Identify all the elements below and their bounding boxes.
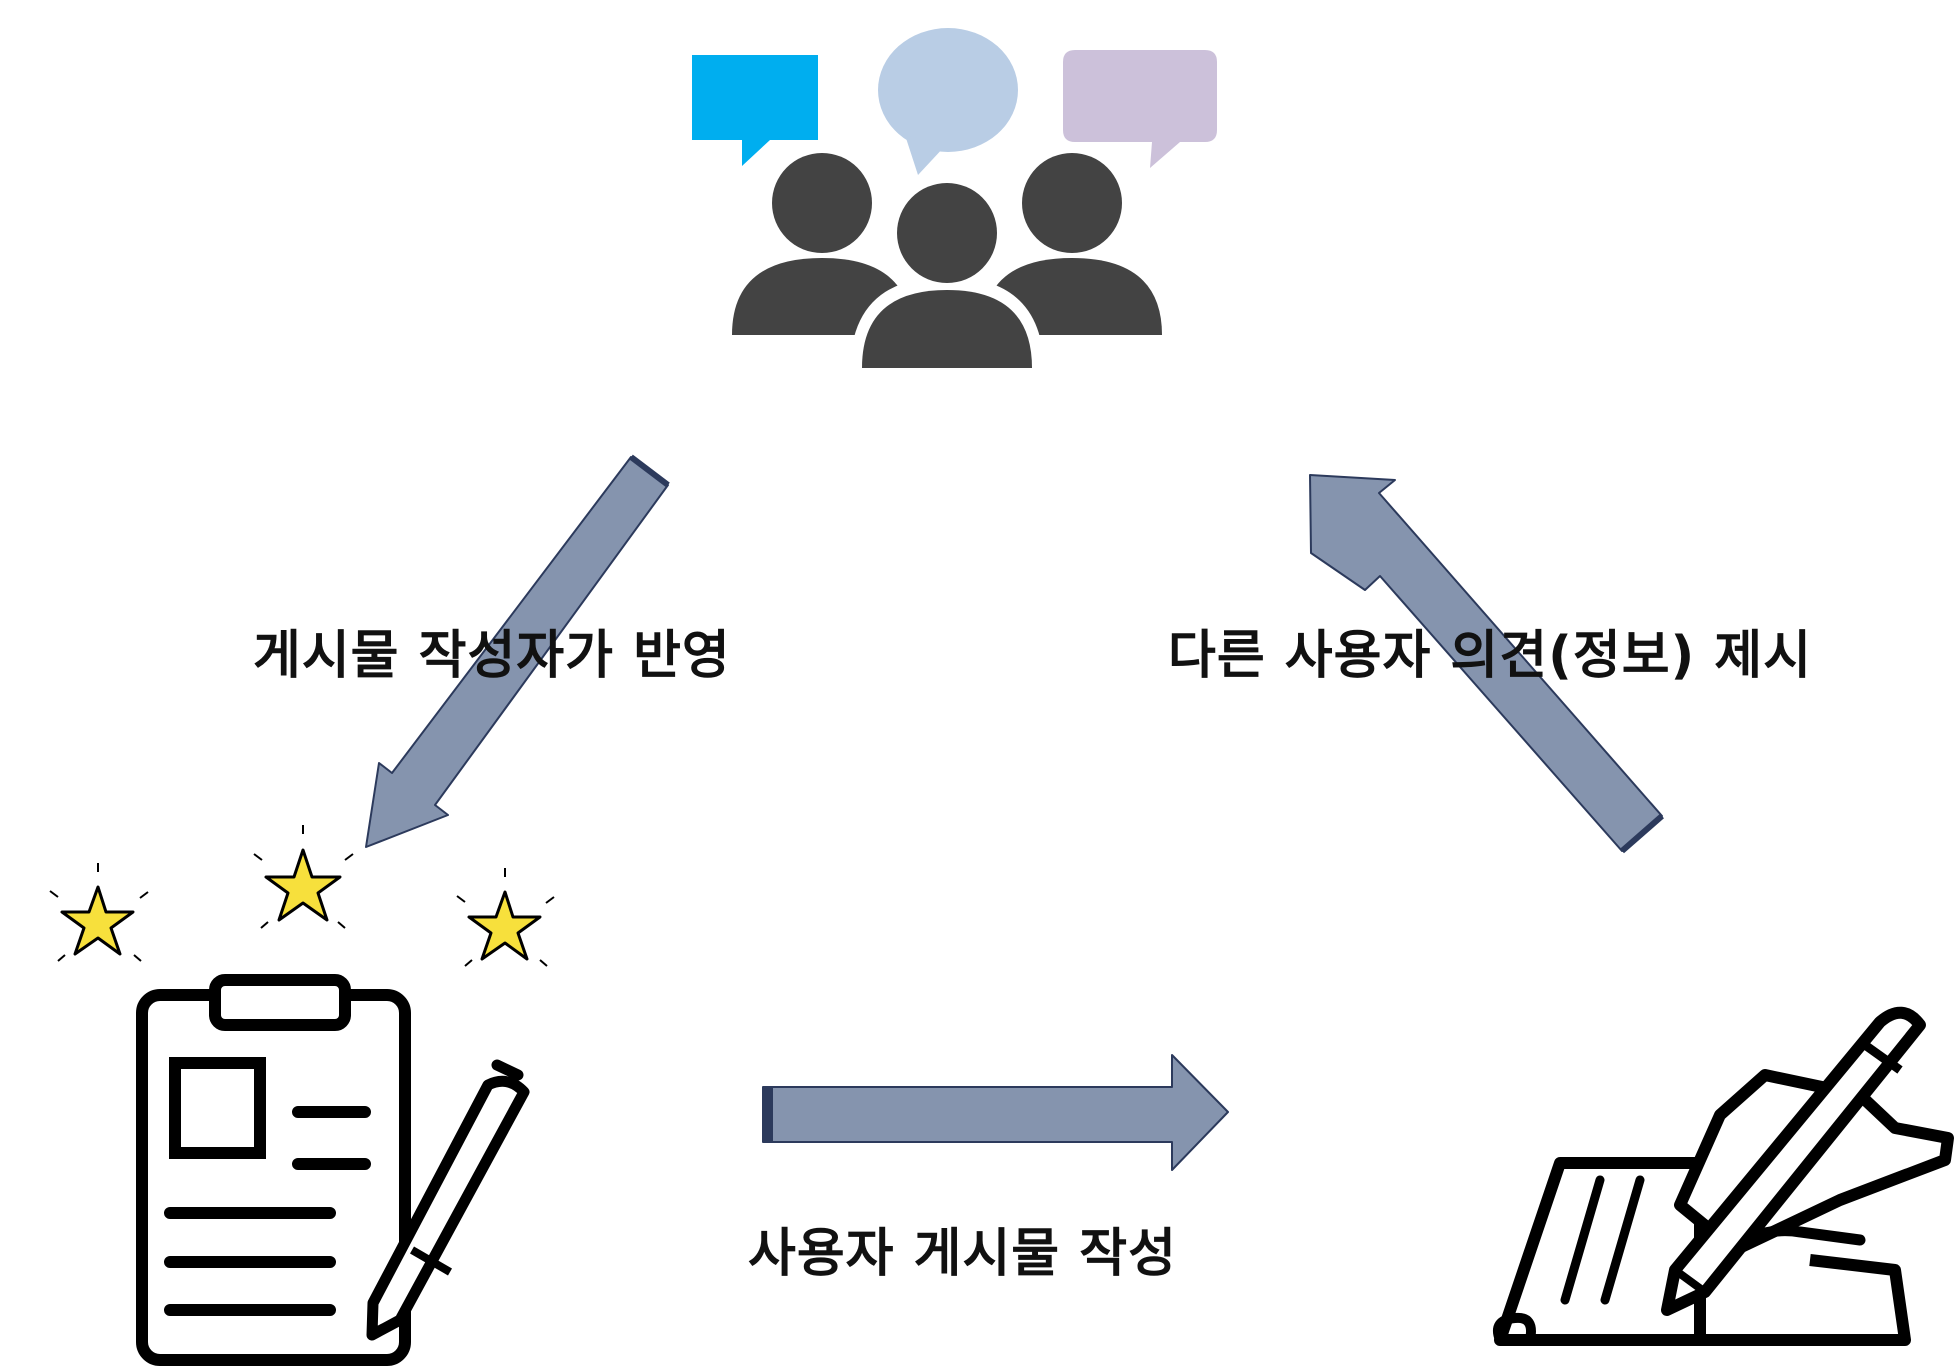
arrow-right [762, 1054, 1229, 1171]
hand-writing-icon [1492, 1006, 1954, 1346]
label-user-writes: 사용자 게시물 작성 [748, 1224, 1177, 1284]
arrow-down-left [365, 454, 670, 848]
pen-icon [1661, 1006, 1926, 1316]
speech-bubble-blue-icon [692, 55, 818, 166]
speech-bubble-lavender-icon [1063, 50, 1217, 168]
star-icon [253, 825, 354, 929]
pen-icon [366, 1059, 530, 1341]
people-discussion-icon [692, 28, 1217, 372]
label-author-reflects: 게시물 작성자가 반영 [253, 626, 731, 686]
clipboard-post-icon [49, 825, 555, 1366]
star-icon [49, 863, 149, 962]
arrow-up-left [1309, 474, 1664, 854]
person-center-icon [850, 173, 1044, 372]
star-icon [456, 868, 555, 967]
label-others-suggest: 다른 사용자 의견(정보) 제시 [1168, 626, 1813, 686]
speech-bubble-lightblue-icon [878, 28, 1018, 175]
